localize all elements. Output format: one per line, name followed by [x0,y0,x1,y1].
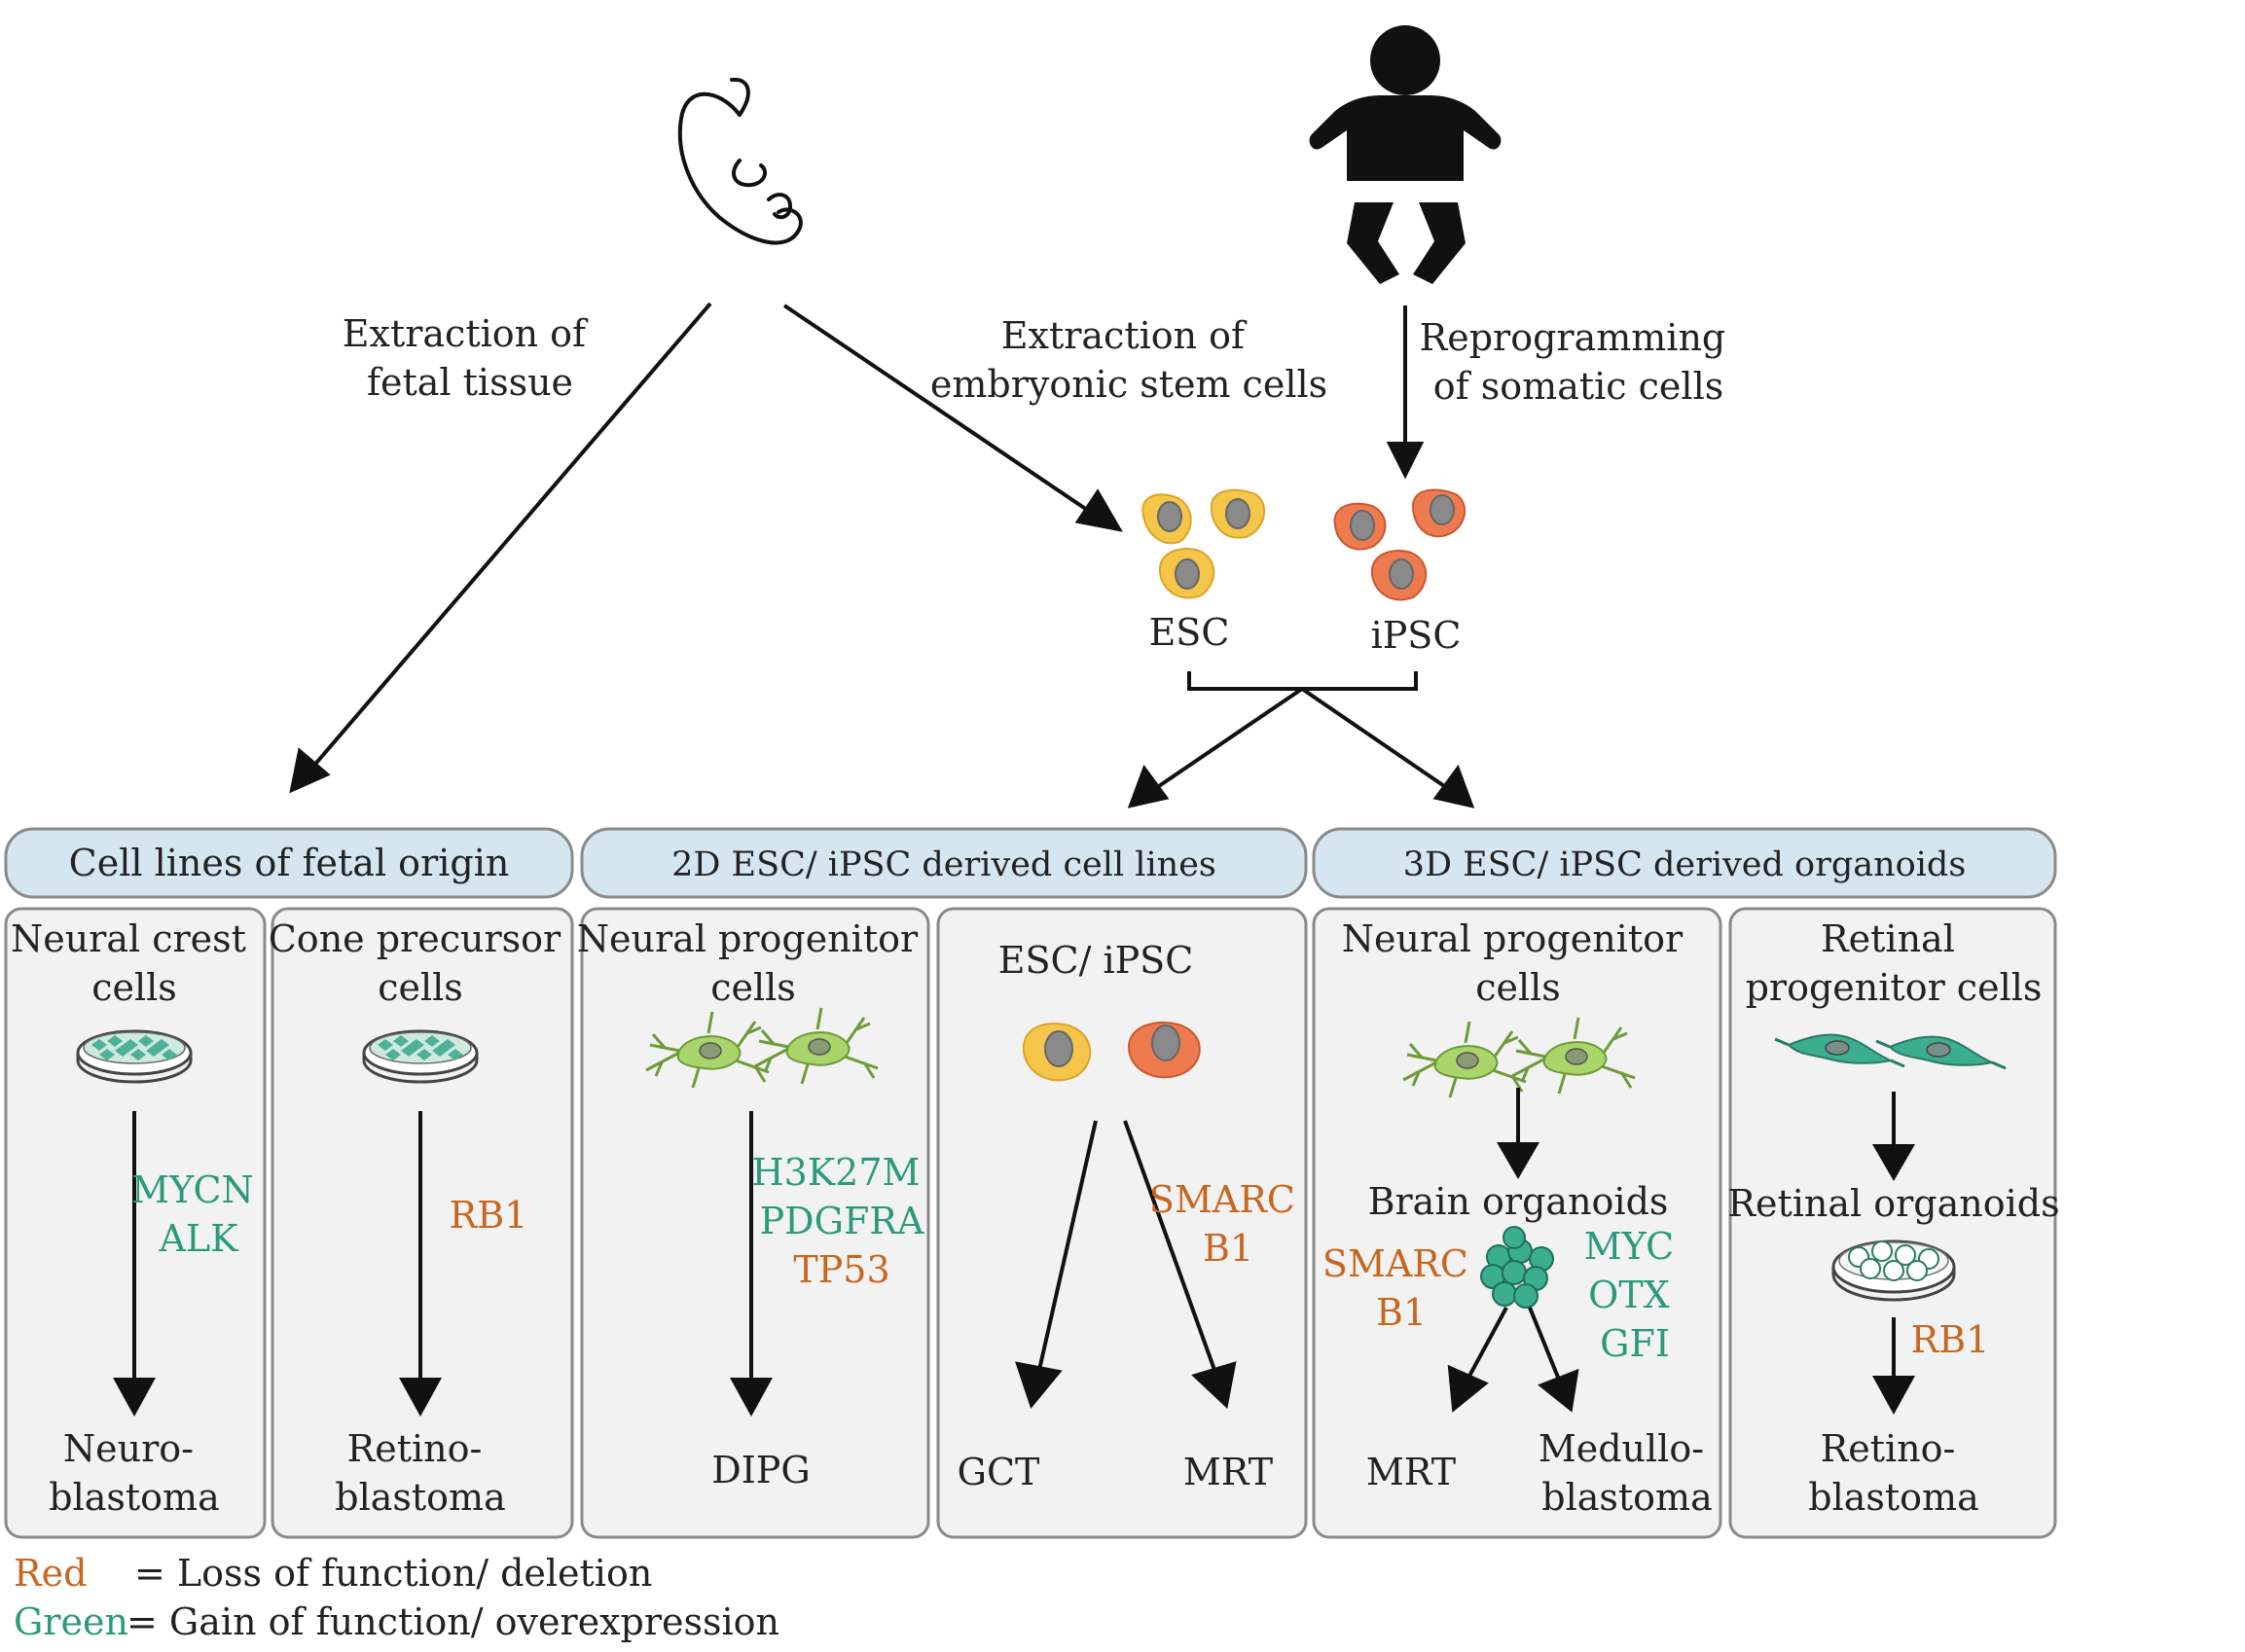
cone-precursor-arrow [399,1111,442,1417]
reprogramming-label: Reprogramming of somatic cells [1420,316,1738,408]
mrt-result-3d: MRT [1366,1451,1456,1493]
cone-precursor-gene: RB1 [450,1194,528,1237]
legend-green-text: = Gain of function/ overexpression [127,1600,779,1643]
esc-ipsc-genes: SMARC B1 [1149,1178,1307,1270]
brain-organoids-label: Brain organoids [1368,1180,1669,1223]
esc-ipsc-cells [1022,1022,1201,1082]
header-3d-text: 3D ESC/ iPSC derived organoids [1403,845,1967,884]
header-bars [4,827,2057,899]
embryo-icon [677,77,803,245]
medulloblastoma-result: Medullo- blastoma [1539,1427,1716,1519]
neural-progenitor-3d-title: Neural progenitor cells [1342,917,1694,1009]
retinoblastoma-3d-result: Retino- blastoma [1808,1427,1978,1519]
neural-progenitor-3d-arrow [1497,1088,1539,1179]
legend-red-text: = Loss of function/ deletion [134,1552,652,1595]
neural-progenitor-2d-arrow [730,1111,773,1417]
mrt-result-2d: MRT [1183,1451,1273,1493]
top-arrows [289,302,1425,794]
baby-icon [1309,25,1502,284]
retinal-progenitor-arrow [1872,1092,1915,1181]
neural-progenitor-3d-genes-green: MYC OTX GFI [1584,1225,1686,1365]
neural-crest-genes: MYCN ALK [131,1168,266,1260]
esc-ipsc-arrows [1015,1120,1237,1410]
neural-crest-result: Neuro- blastoma [49,1427,219,1519]
neural-progenitor-2d-gene-red: TP53 [793,1248,889,1291]
dipg-result: DIPG [711,1449,810,1491]
panel-esc-ipsc [936,907,1308,1539]
legend-red-word: Red [14,1552,87,1595]
split-arrows [1127,671,1475,808]
retinal-progenitor-gene: RB1 [1911,1318,1990,1361]
ipsc-cluster [1333,488,1466,601]
extraction-esc-label: Extraction of embryonic stem cells [930,314,1327,406]
legend: Red = Loss of function/ deletion Green =… [14,1552,779,1643]
culture-dish-icon [76,1029,193,1084]
extraction-fetal-label: Extraction of fetal tissue [343,312,597,404]
brain-organoid-icon [1480,1226,1554,1309]
cone-precursor-title: Cone precursor cells [269,917,573,1009]
neural-progenitor-2d-genes-green: H3K27M PDGFRA [751,1151,931,1242]
ipsc-label: iPSC [1371,614,1462,657]
header-fetal [4,827,574,899]
esc-cluster [1141,488,1265,599]
esc-label: ESC [1149,611,1230,654]
brain-organoid-arrows [1447,1307,1579,1413]
header-2d [580,827,1308,899]
gct-result: GCT [958,1451,1040,1493]
neural-crest-title: Neural crest cells [11,917,258,1009]
header-fetal-text: Cell lines of fetal origin [69,842,510,884]
legend-green-word: Green [14,1600,128,1643]
retinal-organoid-dish-icon [1831,1239,1956,1302]
header-3d [1312,827,2057,899]
culture-dish-icon [362,1029,479,1084]
header-2d-text: 2D ESC/ iPSC derived cell lines [671,845,1216,884]
panel-neural-progenitor-2d [580,907,930,1539]
retinal-progenitor-title: Retinal progenitor cells [1746,917,2043,1009]
neural-progenitor-3d-genes-red: SMARC B1 [1322,1242,1480,1334]
cone-precursor-result: Retino- blastoma [335,1427,505,1519]
retinal-organoid-arrow [1872,1317,1915,1415]
retinal-organoids-label: Retinal organoids [1727,1182,2059,1225]
neural-crest-arrow [113,1111,156,1417]
panel-retinal-progenitor [1728,907,2057,1539]
panel-neural-progenitor-3d [1312,907,1722,1539]
neural-progenitor-2d-title: Neural progenitor cells [577,917,929,1009]
esc-ipsc-title: ESC/ iPSC [998,939,1194,982]
